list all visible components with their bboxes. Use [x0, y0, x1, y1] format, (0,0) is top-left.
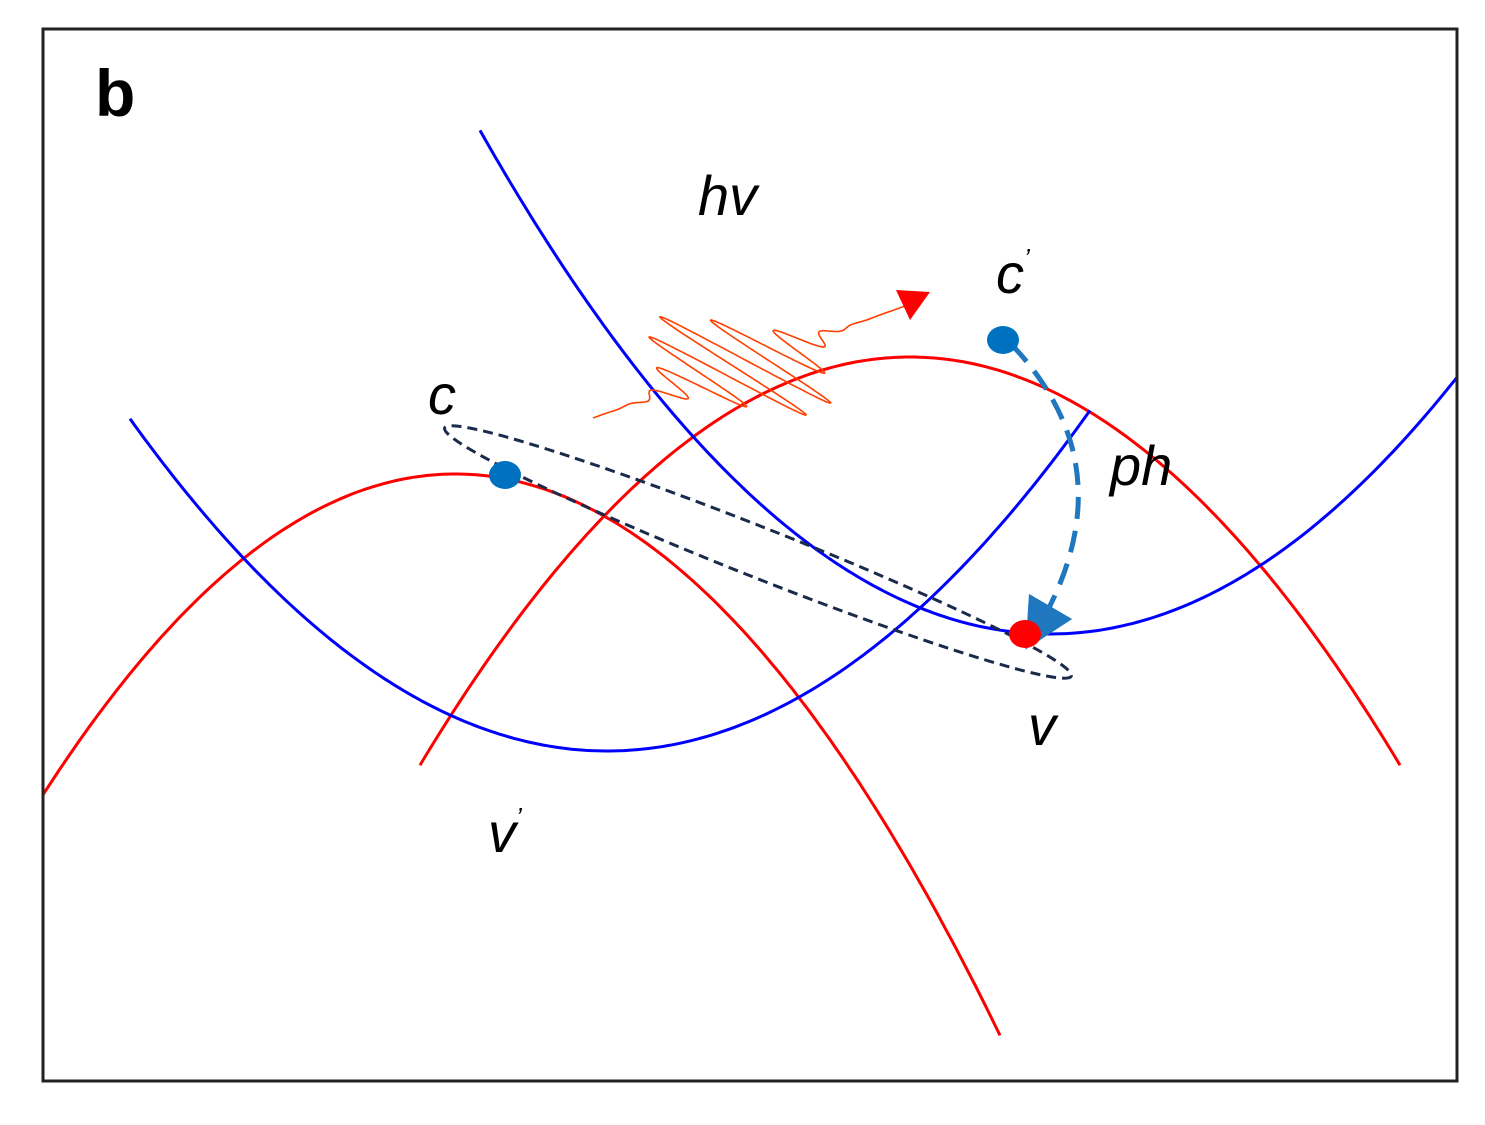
band-label-v-prime: v’ — [488, 801, 523, 864]
panel-label: b — [95, 56, 135, 130]
plot-frame — [41, 27, 1459, 1083]
photon-arrowhead — [896, 290, 930, 320]
band-label-c: c — [428, 363, 456, 426]
valence-band-v — [478, 129, 1457, 636]
valence-band-v-prime — [128, 409, 1092, 753]
photon-label: hv — [698, 164, 760, 227]
phonon-scattering-arrow — [1010, 343, 1081, 650]
electron-dot-c-prime — [987, 326, 1019, 354]
band-label-c-prime: c’ — [996, 242, 1031, 305]
photon-wavepacket — [592, 305, 906, 419]
prime-mark-v: ’ — [516, 802, 523, 832]
conduction-band-c — [43, 472, 1002, 1037]
electron-dot-c — [489, 461, 521, 489]
prime-mark-c: ’ — [1024, 243, 1031, 273]
hole-dot-v — [1009, 620, 1041, 648]
phonon-label: ph — [1108, 434, 1172, 497]
band-label-v-prime-letter: v — [488, 801, 519, 864]
band-label-v: v — [1028, 694, 1059, 757]
band-label-c-prime-letter: c — [996, 242, 1024, 305]
exciton-ellipse — [443, 424, 1073, 680]
conduction-band-c-prime — [418, 355, 1402, 766]
